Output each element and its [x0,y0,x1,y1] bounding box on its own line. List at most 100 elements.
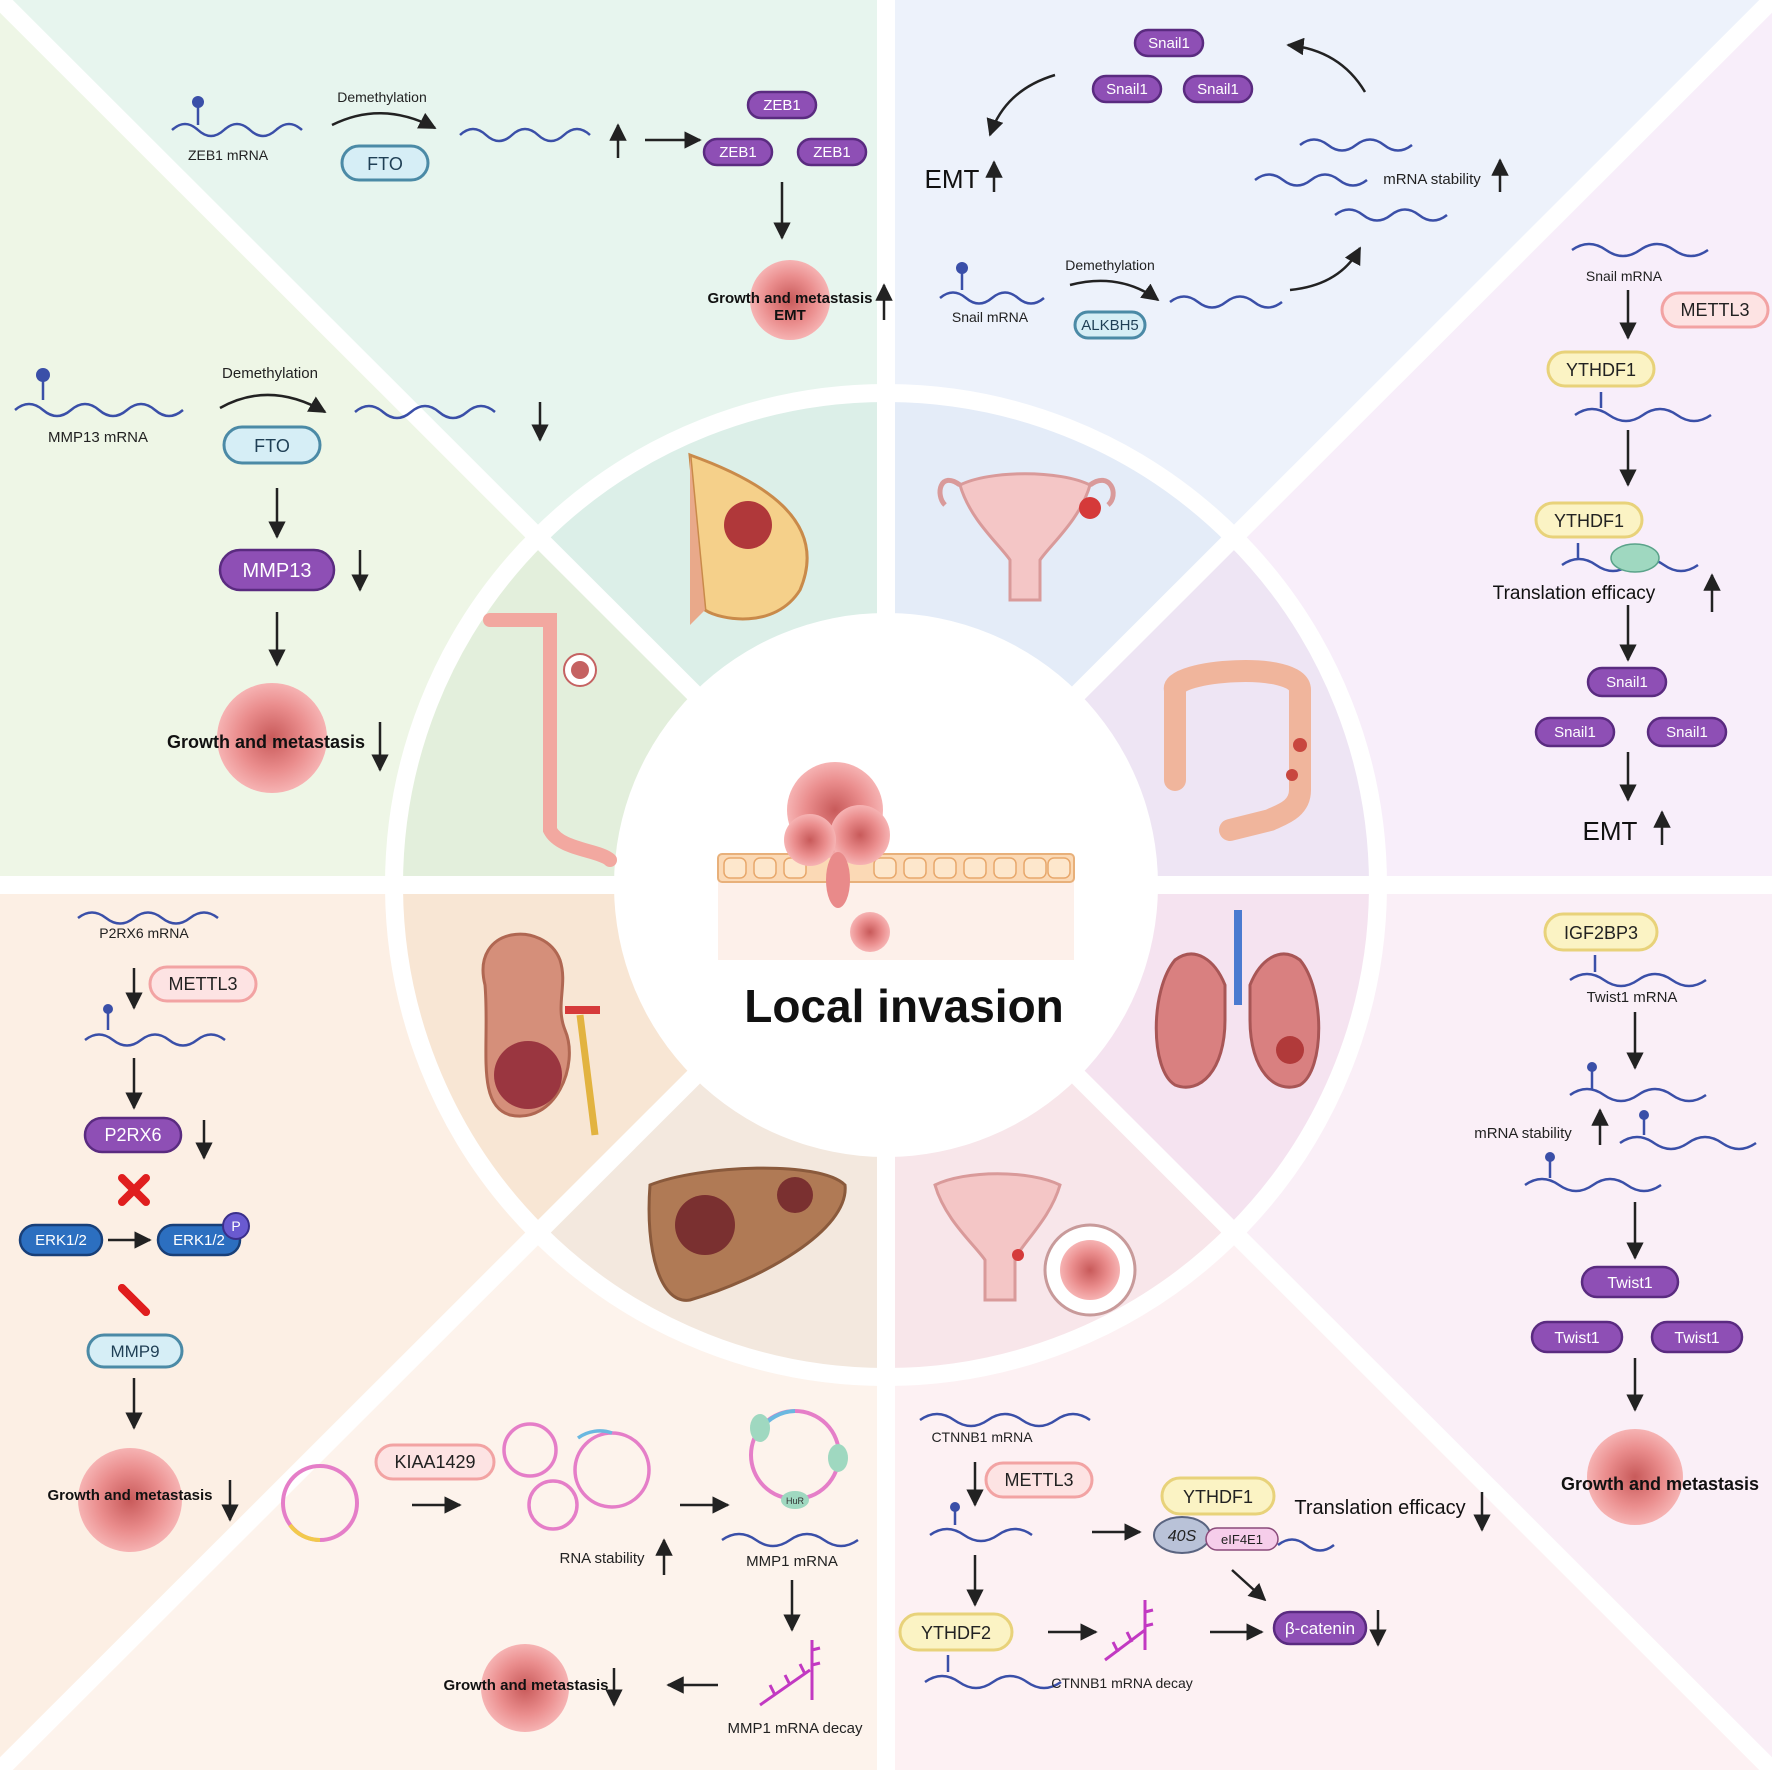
mrna-wave [1334,208,1448,222]
organ-illustrations [481,452,1321,1317]
mmp9-pill [86,1333,184,1369]
erk-label: ERK1/2 [35,1232,87,1249]
breast-icon [688,452,809,625]
demethylated-mrna-wave [354,404,496,420]
ythdf1-label: YTHDF1 [1183,1487,1253,1507]
m6a-site-icon [1587,1062,1597,1072]
snail-mrna-wave [1571,242,1709,258]
kiaa1429-pill [374,1443,496,1481]
demethylation-label: Demethylation [222,365,318,382]
growth-metastasis-label: Growth and metastasis [1561,1474,1759,1494]
p2rx6-protein-label: P2RX6 [104,1125,161,1145]
mettl3-pill [148,965,258,1003]
beta-catenin-label: β-catenin [1285,1619,1355,1638]
snail1-protein-pill [1091,74,1163,104]
growth-metastasis-label: Growth and metastasis [47,1487,212,1504]
phospho-erk-label: ERK1/2 [173,1232,225,1249]
fto-pill [222,425,322,465]
twist1-protein-pill [1650,1320,1744,1354]
tumor-icon [78,1448,182,1552]
panel-snail-mettl3-ythdf1: Snail mRNA METTL3 YTHDF1 YTHDF1 Translat… [1493,242,1770,846]
m6a-site-icon [103,1004,113,1014]
zeb1-mrna-wave [171,122,303,138]
ythdf1-pill [1534,501,1644,539]
eif4e1-pill [1205,1527,1279,1551]
snail1-protein-label: Snail1 [1554,724,1596,741]
snail1-protein-pill [1182,74,1254,104]
snail-mrna-wave [939,291,1045,305]
mmp1-mrna-wave [721,1532,859,1548]
growth-metastasis-label: Growth and metastasis [707,290,872,307]
circrna-icon [502,1422,558,1478]
center-local-invasion: Local invasion [717,762,1075,1032]
snail1-protein-label: Snail1 [1197,81,1239,98]
mmp1-mrna-decay-label: MMP1 mRNA decay [727,1720,863,1737]
mmp9-label: MMP9 [110,1342,159,1361]
panel-mmp13-fto: MMP13 mRNA Demethylation FTO MMP13 Growt… [14,365,549,793]
twist1-protein-pill [1580,1265,1680,1299]
mrna-wave [1569,1087,1707,1103]
kiaa1429-label: KIAA1429 [394,1452,475,1472]
alkbh5-label: ALKBH5 [1081,317,1139,334]
beta-catenin-pill [1272,1610,1368,1646]
phosphate-icon [222,1212,250,1240]
tumor-icon [217,683,327,793]
zeb1-protein-label: ZEB1 [719,144,757,161]
inhibition-cross-icon [118,1174,150,1206]
translation-efficacy-label: Translation efficacy [1294,1497,1465,1519]
hur-protein-icon [750,1414,770,1442]
lung-icon [1154,910,1321,1089]
ctnnb1-mrna-decay-label: CTNNB1 mRNA decay [1051,1675,1193,1691]
tumor-cluster [784,762,890,952]
methylated-mrna-wave [84,1033,226,1047]
snail1-protein-pill [1534,716,1616,748]
igf2bp3-label: IGF2BP3 [1564,923,1638,943]
hur-label: HuR [786,1496,805,1506]
demethylated-mrna-wave [1169,295,1283,309]
twist1-protein-label: Twist1 [1607,1275,1652,1292]
methylated-mrna-wave [929,1527,1033,1543]
ythdf2-label: YTHDF2 [921,1623,991,1643]
m6a-site-icon [36,368,50,382]
twist1-mrna-wave [1569,972,1707,988]
fto-label: FTO [367,154,403,174]
center-title: Local invasion [744,980,1064,1032]
mrna-stability-label: mRNA stability [1474,1125,1572,1142]
inhibition-cross-icon [118,1284,150,1316]
mrna-decay-fragments-icon [1104,1600,1154,1662]
mrna-wave [1574,407,1712,423]
twist1-protein-pill [1530,1320,1624,1354]
ythdf1-pill [1160,1476,1276,1516]
twist1-protein-label: Twist1 [1554,1330,1599,1347]
mrna-wave [1299,138,1413,152]
mettl3-label: METTL3 [1680,300,1749,320]
demethylation-label: Demethylation [337,89,427,105]
p2rx6-mrna-label: P2RX6 mRNA [99,925,189,941]
ctnnb1-mrna-wave [919,1412,1091,1428]
circrna-icon [527,1479,579,1531]
emt-label: EMT [1583,816,1638,846]
panel-p2rx6-mettl3: P2RX6 mRNA METTL3 P2RX6 ERK1/2 ERK1/2 P … [18,911,258,1552]
hur-protein-icon [828,1444,848,1472]
eif4e1-label: eIF4E1 [1221,1532,1263,1547]
p2rx6-mrna-wave [77,911,219,925]
mrna-wave [1277,1538,1335,1552]
translation-efficacy-label: Translation efficacy [1493,583,1656,604]
phosphate-label: P [231,1218,240,1234]
mrna-wave [924,1674,1062,1690]
tissue-stroma [718,880,1074,960]
panel-snail-alkbh5: Snail1 Snail1 Snail1 EMT mRNA stability … [925,28,1509,340]
mmp13-mrna-label: MMP13 mRNA [48,429,148,446]
mrna-wave [1524,1177,1662,1193]
mettl3-label: METTL3 [1004,1470,1073,1490]
cervix-icon [933,1172,1137,1317]
snail1-protein-pill [1646,716,1728,748]
rna-stability-label: RNA stability [559,1550,645,1567]
emt-label: EMT [774,307,806,324]
snail1-protein-pill [1133,28,1205,58]
growth-metastasis-label: Growth and metastasis [443,1677,608,1694]
phospho-erk-pill [156,1223,242,1257]
m6a-site-icon [956,262,968,274]
panel-twist1-igf2bp3: IGF2BP3 Twist1 mRNA mRNA stability Twist… [1474,912,1759,1525]
ythdf1-label: YTHDF1 [1566,360,1636,380]
